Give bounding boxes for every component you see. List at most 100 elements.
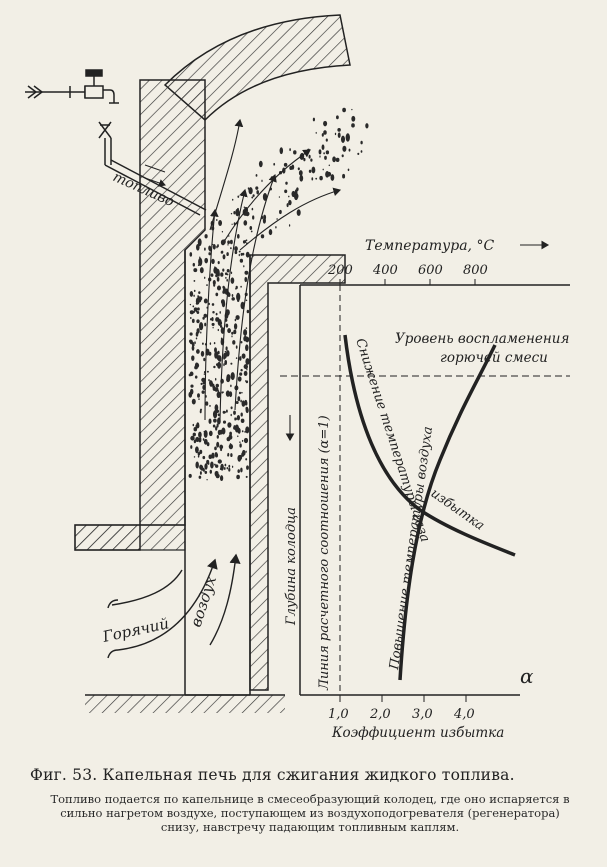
fuel-droplet — [226, 436, 231, 442]
fuel-droplet — [220, 447, 223, 452]
fuel-droplet — [199, 471, 202, 475]
fuel-droplet — [323, 152, 325, 155]
fuel-droplet — [195, 446, 199, 454]
fuel-droplet — [211, 452, 215, 459]
fuel-droplet — [227, 454, 230, 457]
fuel-droplet — [325, 150, 330, 155]
fuel-droplet — [341, 154, 344, 158]
fuel-droplet — [242, 240, 246, 244]
fuel-droplet — [269, 231, 272, 235]
fuel-droplet — [240, 412, 243, 417]
fuel-droplet — [203, 373, 206, 375]
fuel-droplet — [223, 363, 225, 367]
fuel-droplet — [321, 144, 325, 150]
temperature-tick-label: 600 — [418, 263, 443, 278]
fuel-droplet — [360, 140, 363, 145]
fuel-droplet — [204, 276, 206, 280]
fuel-droplet — [203, 430, 206, 433]
fuel-droplet — [235, 400, 239, 405]
fuel-droplet — [191, 355, 195, 361]
fuel-droplet — [308, 169, 312, 173]
fuel-droplet — [210, 461, 214, 469]
fuel-droplet — [318, 149, 322, 155]
fuel-droplet — [197, 452, 201, 456]
fuel-droplet — [225, 346, 228, 351]
fuel-droplet — [200, 350, 205, 357]
fuel-droplet — [235, 315, 240, 320]
fuel-droplet — [214, 404, 219, 412]
fuel-droplet — [351, 115, 356, 122]
fuel-droplet — [209, 318, 212, 321]
fuel-droplet — [238, 454, 243, 460]
fuel-droplet — [233, 425, 236, 428]
fuel-droplet — [210, 273, 214, 277]
fuel-droplet — [342, 173, 346, 179]
fuel-droplet — [227, 240, 230, 245]
fuel-droplet — [224, 350, 227, 353]
hot-air-inlet — [107, 553, 241, 659]
fuel-droplet — [226, 273, 229, 276]
graph-frame — [299, 284, 570, 696]
fuel-droplet — [279, 147, 284, 155]
hot-label: Горячий — [100, 614, 170, 646]
fuel-droplet — [215, 473, 220, 479]
fuel-droplet — [256, 190, 260, 195]
fuel-droplet — [189, 332, 193, 336]
fuel-droplet — [315, 131, 317, 134]
fuel-droplet — [228, 235, 230, 237]
fuel-droplet — [295, 193, 299, 199]
fuel-droplet — [227, 244, 229, 246]
fuel-droplet — [196, 328, 200, 334]
fuel-droplet — [239, 356, 242, 359]
fuel-droplet — [235, 357, 238, 359]
fuel-droplet — [192, 262, 195, 267]
fuel-droplet — [190, 384, 194, 388]
fuel-droplet — [219, 444, 224, 450]
fuel-droplet — [195, 362, 199, 367]
fuel-droplet — [245, 239, 248, 242]
fuel-droplet — [235, 285, 238, 290]
fuel-droplet — [208, 430, 213, 437]
fuel-droplet-spray — [188, 107, 369, 482]
fuel-droplet — [303, 157, 306, 162]
fuel-droplet — [237, 396, 241, 402]
fuel-droplet — [273, 162, 276, 166]
fuel-droplet — [211, 258, 215, 265]
fuel-droplet — [195, 436, 200, 442]
caption-title: Фиг. 53. Капельная печь для сжигания жид… — [30, 766, 515, 784]
fuel-droplet — [193, 456, 196, 458]
fuel-droplet — [214, 387, 219, 392]
fuel-droplet — [204, 247, 206, 251]
fuel-droplet — [197, 455, 200, 458]
fuel-droplet — [233, 323, 238, 330]
fuel-droplet — [215, 464, 219, 468]
fuel-droplet — [232, 198, 234, 201]
fuel-droplet — [278, 196, 281, 198]
fuel-droplet — [190, 435, 195, 441]
fuel-droplet — [342, 145, 347, 152]
fuel-droplet — [193, 289, 196, 293]
fuel-droplet — [244, 276, 248, 283]
alpha-symbol: α — [520, 664, 534, 688]
fuel-droplet — [351, 108, 353, 111]
fuel-droplet — [245, 426, 250, 434]
fuel-droplet — [245, 458, 248, 461]
calc-ratio-label: Линия расчетного соотношения (α=1) — [317, 415, 332, 691]
fuel-droplet — [209, 342, 212, 345]
fuel-droplet — [208, 378, 210, 382]
fuel-droplet — [208, 302, 210, 306]
fuel-droplet — [241, 452, 245, 457]
fuel-droplet — [206, 284, 208, 287]
fuel-droplet — [192, 423, 195, 427]
fuel-droplet — [230, 384, 232, 388]
fuel-droplet — [252, 194, 255, 197]
fuel-droplet — [203, 313, 208, 318]
fuel-droplet — [245, 450, 247, 453]
fuel-droplet — [199, 256, 201, 259]
fuel-droplet — [215, 363, 219, 366]
fuel-droplet — [328, 164, 330, 167]
fuel-droplet — [203, 438, 208, 445]
fuel-droplet — [188, 473, 192, 478]
fuel-droplet — [212, 326, 214, 329]
